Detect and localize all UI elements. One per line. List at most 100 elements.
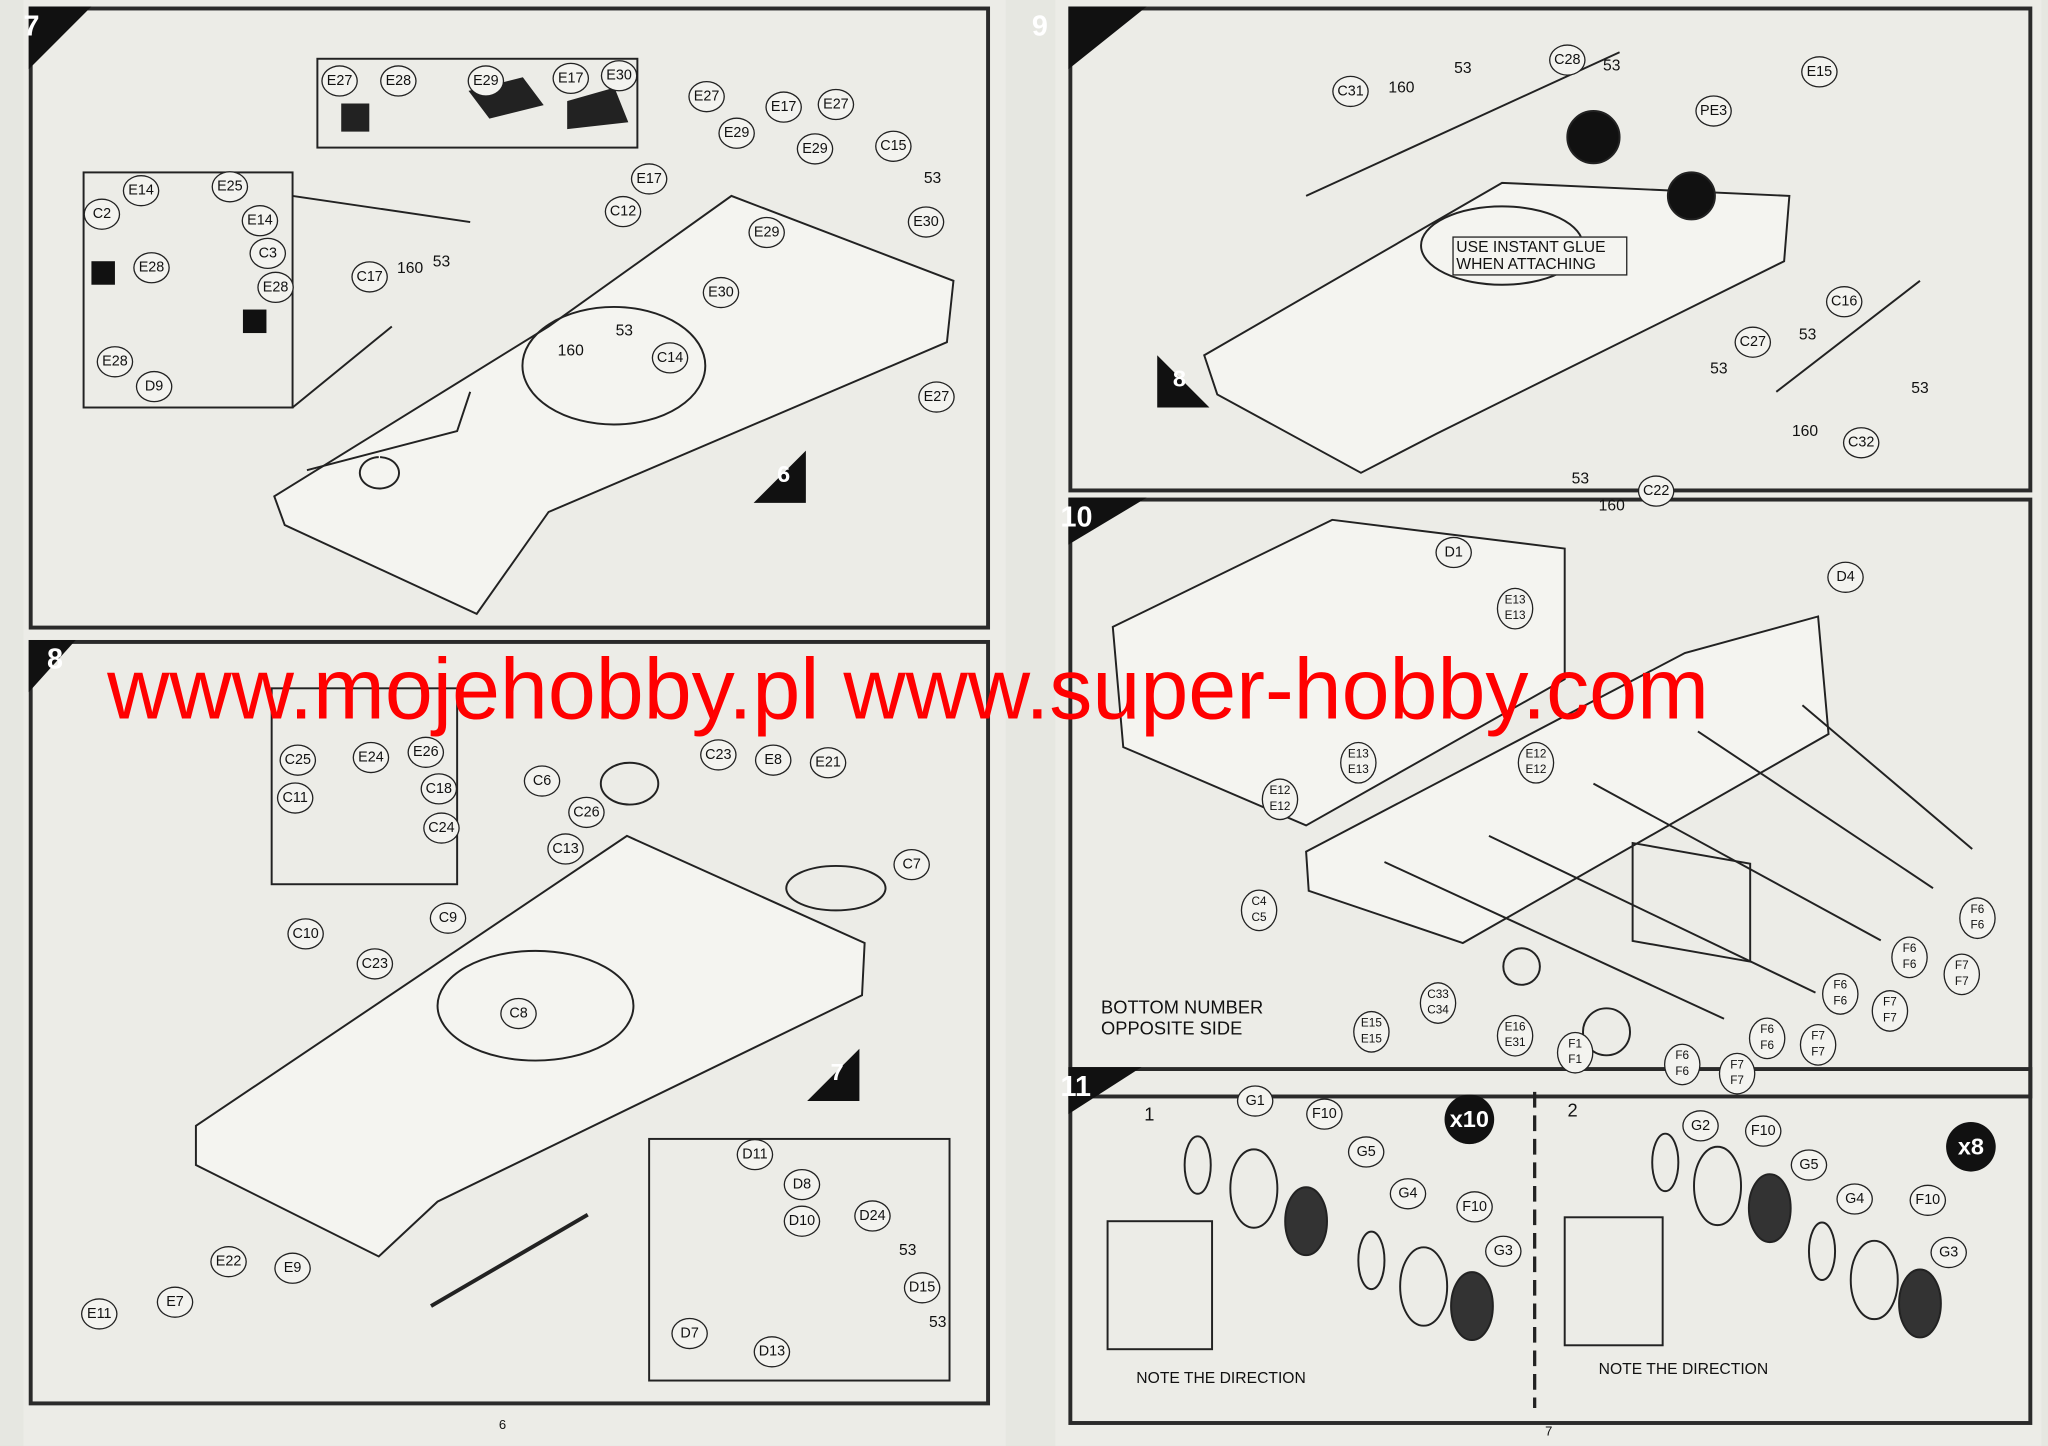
step-10-panel xyxy=(1068,497,2033,1099)
step-10-number: 10 xyxy=(1061,497,1147,545)
part-callout: C3 xyxy=(249,237,287,270)
hull-step7 xyxy=(273,194,955,616)
part-callout: D4 xyxy=(1827,561,1864,593)
part-callout: E29 xyxy=(718,117,755,149)
part-callout: E21 xyxy=(809,747,847,779)
part-callout: D1 xyxy=(1435,536,1472,569)
part-callout: C17 xyxy=(351,261,388,293)
part-callout: E26 xyxy=(407,736,445,768)
paint-code: 53 xyxy=(1571,468,1590,488)
step-9-number: 9 xyxy=(1032,6,1147,70)
part-callout: F10 xyxy=(1456,1191,1493,1223)
direction-note: NOTE THE DIRECTION xyxy=(1136,1368,1306,1388)
paint-code: 53 xyxy=(923,168,942,187)
part-callout: C25 xyxy=(279,744,317,776)
step-8-number: 8 xyxy=(28,639,76,693)
step-11-number: 11 xyxy=(1061,1067,1142,1115)
page-number: 6 xyxy=(498,1418,507,1433)
paint-code: 53 xyxy=(899,1240,917,1260)
quantity-badge: x8 xyxy=(1946,1121,1996,1172)
part-callout: C2 xyxy=(83,198,121,230)
paint-code: 160 xyxy=(397,258,424,277)
part-callout: E30 xyxy=(702,276,740,309)
part-callout: C10 xyxy=(287,918,324,950)
part-callout: D10 xyxy=(783,1205,821,1237)
step-7-number: 7 xyxy=(24,6,92,70)
part-callout: C11 xyxy=(276,782,314,814)
part-callout: C24 xyxy=(423,812,460,844)
next-step-marker: 6 xyxy=(753,450,806,503)
paint-code: 53 xyxy=(1798,325,1817,344)
part-callout: E17 xyxy=(552,62,590,95)
part-callout: C32 xyxy=(1842,427,1880,459)
part-callout: E29 xyxy=(748,216,785,249)
paint-code: 53 xyxy=(1911,378,1929,398)
paint-code: 160 xyxy=(1598,496,1625,515)
sub-step-marker: 8 xyxy=(1157,355,1210,408)
part-callout: E14 xyxy=(241,205,279,237)
part-callout: D7 xyxy=(671,1317,708,1350)
variant-label: 1 xyxy=(1144,1103,1155,1125)
part-callout: E14 xyxy=(122,175,160,207)
paint-code: 53 xyxy=(929,1312,947,1331)
hull-step8 xyxy=(194,834,866,1258)
part-callout: C31 xyxy=(1332,75,1369,108)
part-callout: C12 xyxy=(604,195,642,228)
part-callout: C18 xyxy=(420,773,458,805)
step-9-panel xyxy=(1068,6,2033,493)
part-callout: E17 xyxy=(630,163,668,195)
part-callout: G5 xyxy=(1790,1149,1828,1181)
part-callout: E27 xyxy=(321,65,358,97)
variant-label: 2 xyxy=(1567,1099,1578,1121)
hull-step9 xyxy=(1203,181,1791,474)
suspension-frame xyxy=(1305,615,1830,945)
part-callout: C14 xyxy=(651,342,689,374)
part-callout: F10 xyxy=(1909,1184,1947,1216)
track-inset xyxy=(1111,518,1566,827)
part-callout: G1 xyxy=(1236,1085,1274,1117)
paint-code: 53 xyxy=(1603,56,1621,75)
part-callout: E27 xyxy=(918,381,955,413)
part-callout: F10 xyxy=(1306,1098,1343,1130)
part-callout: E30 xyxy=(600,60,638,92)
part-callout: C7 xyxy=(893,848,930,881)
part-callout: C22 xyxy=(1637,475,1675,507)
part-callout: C8 xyxy=(500,997,537,1030)
part-callout: G5 xyxy=(1347,1136,1385,1168)
paint-code: 160 xyxy=(1791,421,1819,441)
part-callout: E11 xyxy=(80,1298,118,1330)
part-callout: D13 xyxy=(753,1336,791,1368)
part-callout: C13 xyxy=(547,833,584,865)
direction-note: NOTE THE DIRECTION xyxy=(1598,1359,1769,1378)
part-callout: E28 xyxy=(380,65,417,97)
glue-note: USE INSTANT GLUE WHEN ATTACHING xyxy=(1452,236,1628,276)
part-callout: E22 xyxy=(210,1246,247,1278)
part-callout: E8 xyxy=(754,744,792,776)
part-callout: D24 xyxy=(854,1200,891,1232)
part-callout: E7 xyxy=(156,1286,194,1318)
parts-box xyxy=(316,57,639,149)
part-callout: E30 xyxy=(907,206,945,238)
part-callout: C28 xyxy=(1549,44,1586,76)
part-callout: G3 xyxy=(1930,1236,1967,1269)
part-callout: G4 xyxy=(1389,1178,1427,1210)
part-callout: D15 xyxy=(903,1272,941,1304)
next-step-marker: 7 xyxy=(807,1048,860,1102)
part-callout: E27 xyxy=(817,88,855,121)
part-callout: G4 xyxy=(1836,1183,1873,1215)
part-callout: E28 xyxy=(96,346,134,378)
part-callout: D11 xyxy=(736,1138,774,1171)
part-callout: D8 xyxy=(783,1168,821,1201)
